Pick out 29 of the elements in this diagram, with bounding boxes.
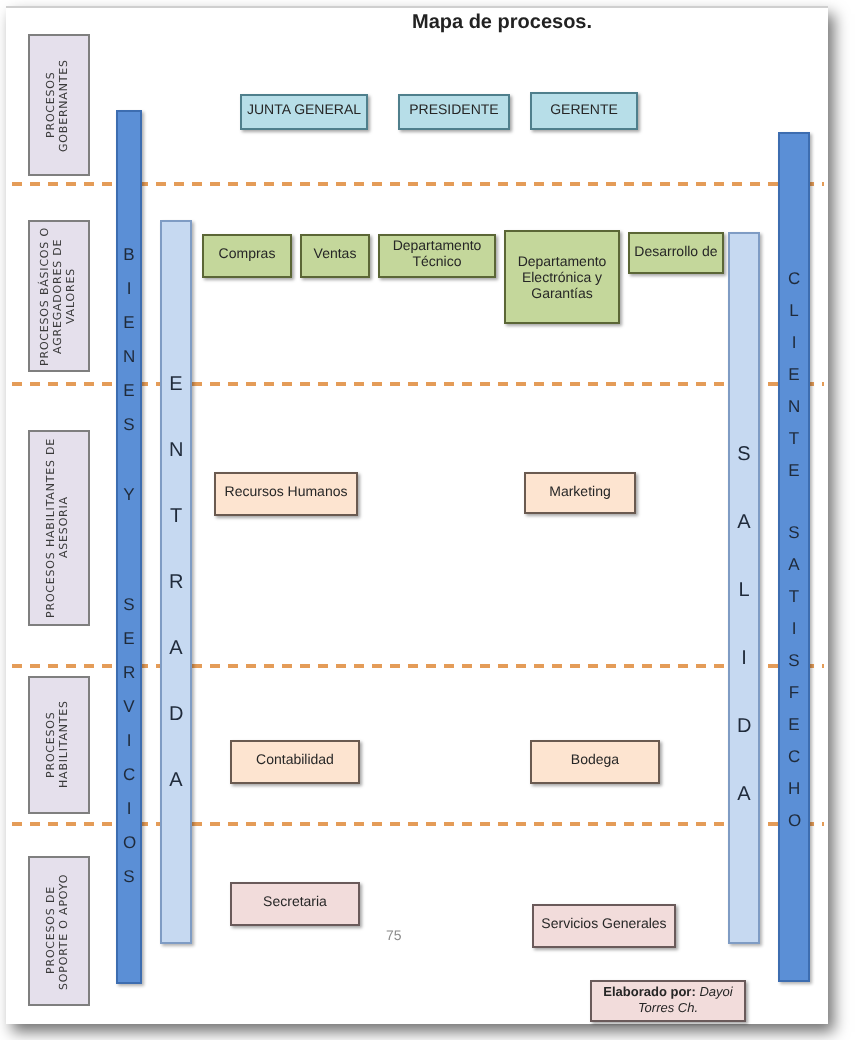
lane-header <box>28 676 90 814</box>
process-box <box>628 232 724 274</box>
lane-header <box>28 430 90 626</box>
bar-label: CLIENTE SATISFECHO <box>786 266 803 834</box>
bar-label: ENTRADA <box>167 372 186 796</box>
process-box <box>214 472 358 516</box>
flow-bar <box>160 220 192 944</box>
process-box <box>524 472 636 514</box>
process-box <box>378 234 496 278</box>
flow-bar <box>778 132 810 982</box>
process-box <box>300 234 370 278</box>
flow-bar <box>116 110 142 984</box>
process-box <box>240 94 368 130</box>
process-box <box>532 904 676 948</box>
lane-header <box>28 856 90 1006</box>
bar-label: BIENES Y SERVICIOS <box>121 242 138 890</box>
process-box <box>230 882 360 926</box>
credit-box <box>590 980 746 1022</box>
lane-header <box>28 34 90 176</box>
process-box <box>530 92 638 130</box>
process-box <box>530 740 660 784</box>
process-box <box>202 234 292 278</box>
title: Mapa de procesos. <box>411 12 593 34</box>
flow-bar <box>728 232 760 944</box>
bar-label: SALIDA <box>735 442 754 810</box>
lane-header <box>28 220 90 372</box>
process-box <box>230 740 360 784</box>
process-box <box>504 230 620 324</box>
process-box <box>398 94 510 130</box>
